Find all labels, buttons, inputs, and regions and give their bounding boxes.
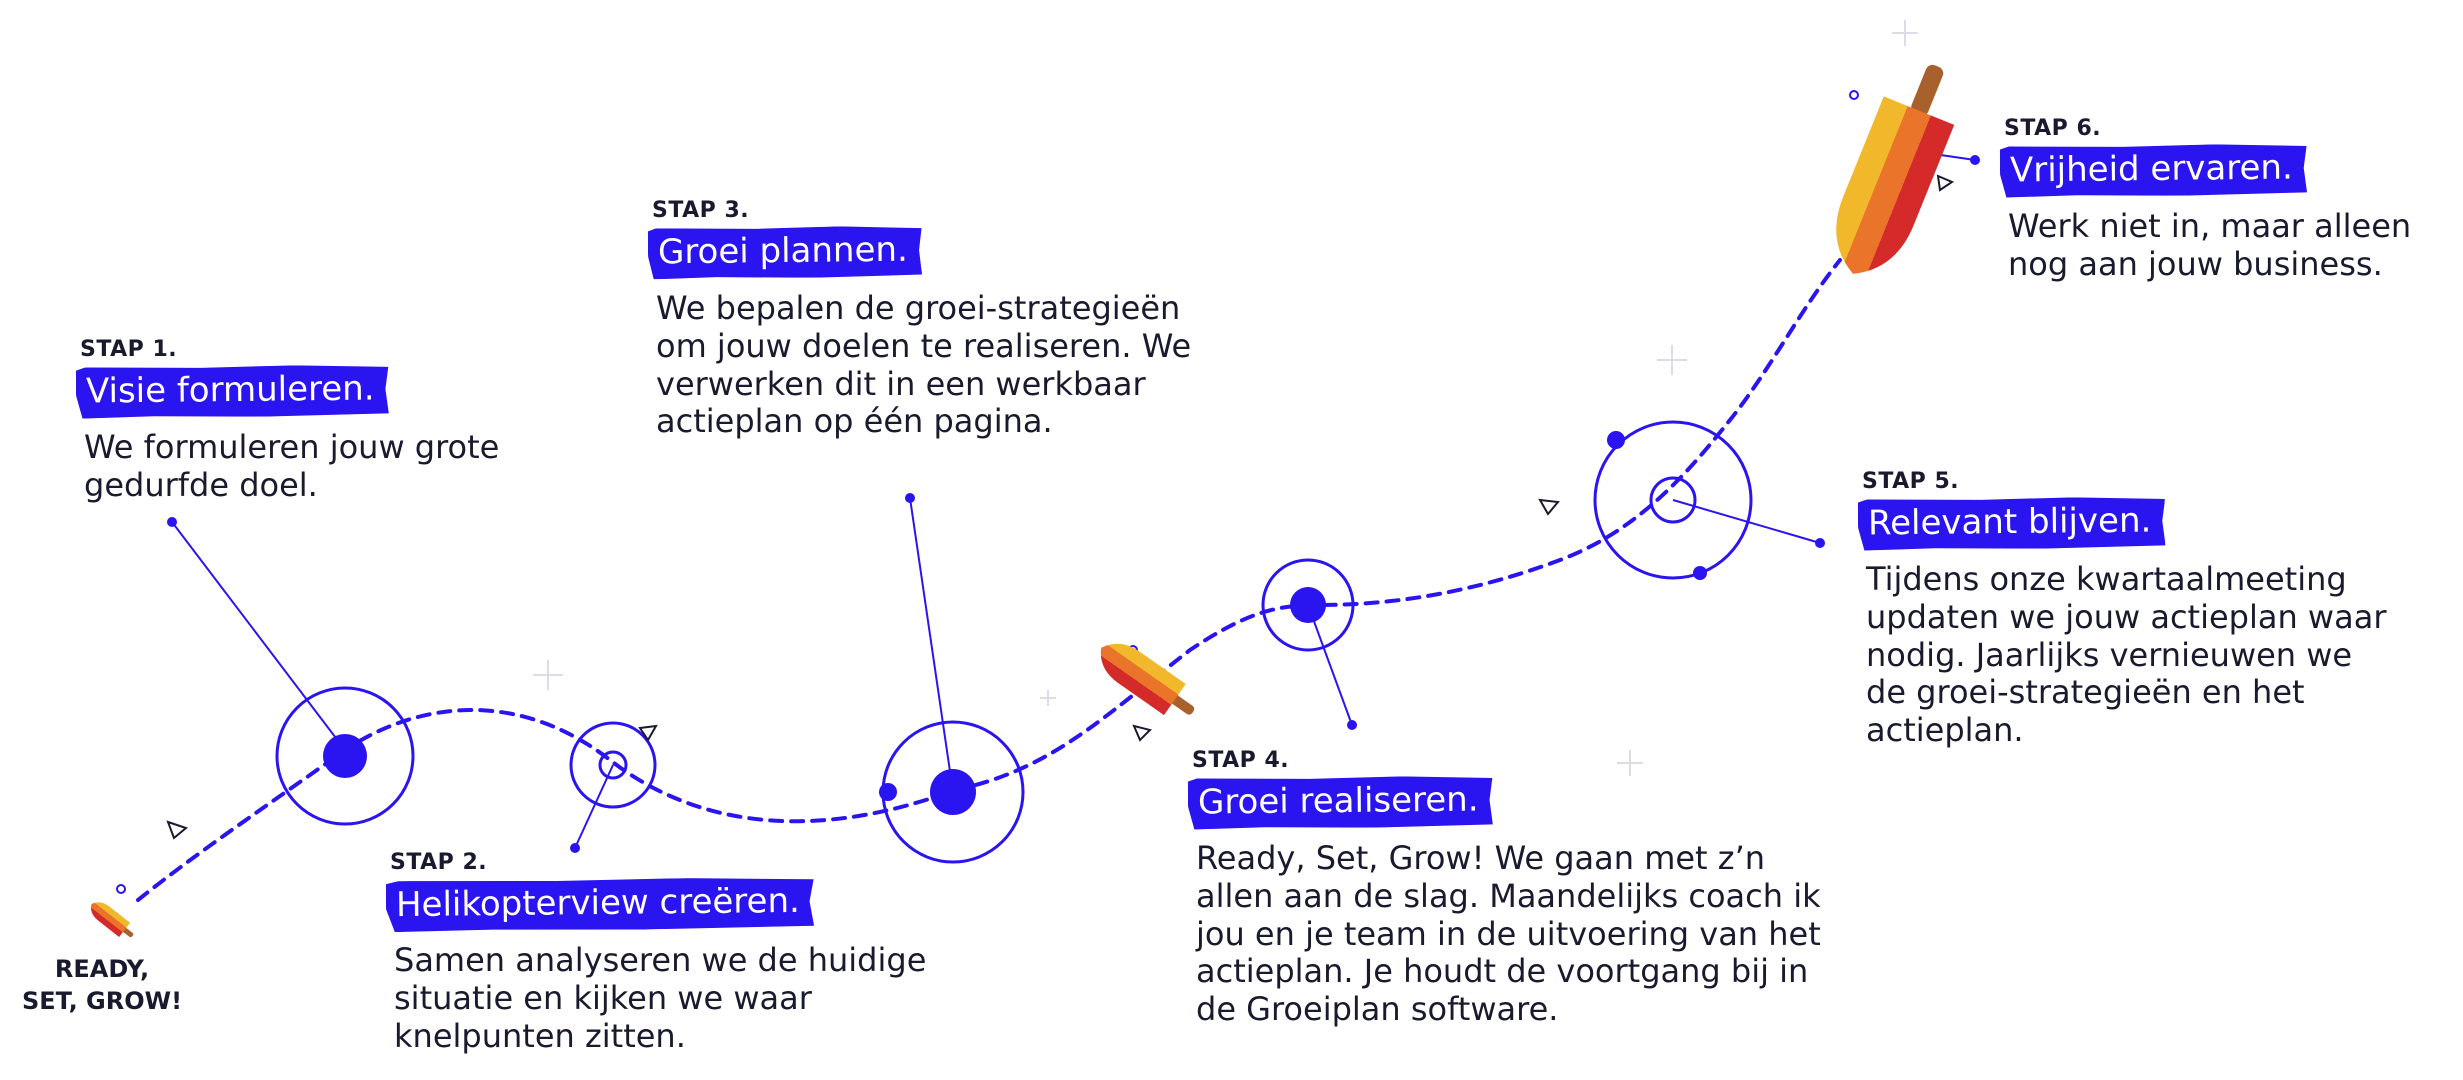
leader-dot-step-2 bbox=[570, 843, 580, 853]
step-6-description: Werk niet in, maar alleen nog aan jouw b… bbox=[2008, 207, 2412, 283]
leader-step-5 bbox=[1672, 499, 1821, 544]
step-4: STAP 4. Groei realiseren. Ready, Set, Gr… bbox=[1188, 748, 1821, 1029]
step-3-description: We bepalen de groei-strategieën om jouw … bbox=[656, 289, 1192, 441]
step-2-description: Samen analyseren we de huidige situatie … bbox=[394, 941, 927, 1055]
leader-step-4 bbox=[1307, 604, 1353, 726]
rocket-popsicle-icon bbox=[91, 902, 134, 938]
rocket-popsicle-icon bbox=[1836, 64, 1955, 274]
step-1: STAP 1. Visie formuleren. We formuleren … bbox=[76, 337, 499, 505]
step-5: STAP 5. Relevant blijven. Tijdens onze k… bbox=[1858, 469, 2386, 750]
milestone-step-1 bbox=[275, 686, 415, 826]
step-4-title: Groei realiseren. bbox=[1188, 775, 1493, 829]
step-3-title: Groei plannen. bbox=[648, 226, 922, 280]
step-6-label: STAP 6. bbox=[2004, 116, 2102, 141]
sparkle-decorations bbox=[533, 20, 1918, 776]
leader-step-3 bbox=[909, 497, 954, 793]
leader-dot-step-3 bbox=[905, 493, 915, 503]
leader-dots bbox=[167, 155, 1980, 853]
growth-path bbox=[136, 258, 1842, 902]
leader-dot-step-4 bbox=[1347, 720, 1357, 730]
step-1-title: Visie formuleren. bbox=[76, 364, 389, 418]
step-6-title: Vrijheid ervaren. bbox=[2000, 143, 2307, 197]
milestone-step-2 bbox=[569, 721, 657, 809]
step-6: STAP 6. Vrijheid ervaren. Werk niet in, … bbox=[2000, 116, 2411, 284]
step-1-label: STAP 1. bbox=[80, 337, 178, 362]
step-5-description: Tijdens onze kwartaalmeeting updaten we … bbox=[1866, 560, 2387, 749]
step-1-description: We formuleren jouw grote gedurfde doel. bbox=[84, 428, 500, 504]
step-5-title: Relevant blijven. bbox=[1858, 496, 2166, 550]
triangle-icon bbox=[166, 174, 1955, 840]
leader-step-1 bbox=[171, 521, 346, 751]
step-4-label: STAP 4. bbox=[1192, 748, 1290, 773]
leader-dot-step-6 bbox=[1970, 155, 1980, 165]
step-3: STAP 3. Groei plannen. We bepalen de gro… bbox=[648, 198, 1191, 441]
step-4-description: Ready, Set, Grow! We gaan met z’n allen … bbox=[1196, 839, 1821, 1028]
rocket-popsicle-icon bbox=[1100, 643, 1195, 716]
step-2-label: STAP 2. bbox=[390, 850, 488, 875]
step-2: STAP 2. Helikopterview creëren. Samen an… bbox=[386, 850, 926, 1055]
start-label: READY, SET, GROW! bbox=[21, 955, 183, 1016]
milestone-step-4 bbox=[1261, 558, 1355, 652]
milestone-step-5 bbox=[1593, 420, 1753, 580]
leader-step-2 bbox=[574, 764, 614, 849]
step-2-title: Helikopterview creëren. bbox=[386, 877, 814, 932]
step-3-label: STAP 3. bbox=[652, 198, 750, 223]
leader-dot-step-1 bbox=[167, 517, 177, 527]
step-5-label: STAP 5. bbox=[1862, 469, 1960, 494]
milestone-step-3 bbox=[879, 720, 1025, 864]
leader-dot-step-5 bbox=[1815, 538, 1825, 548]
